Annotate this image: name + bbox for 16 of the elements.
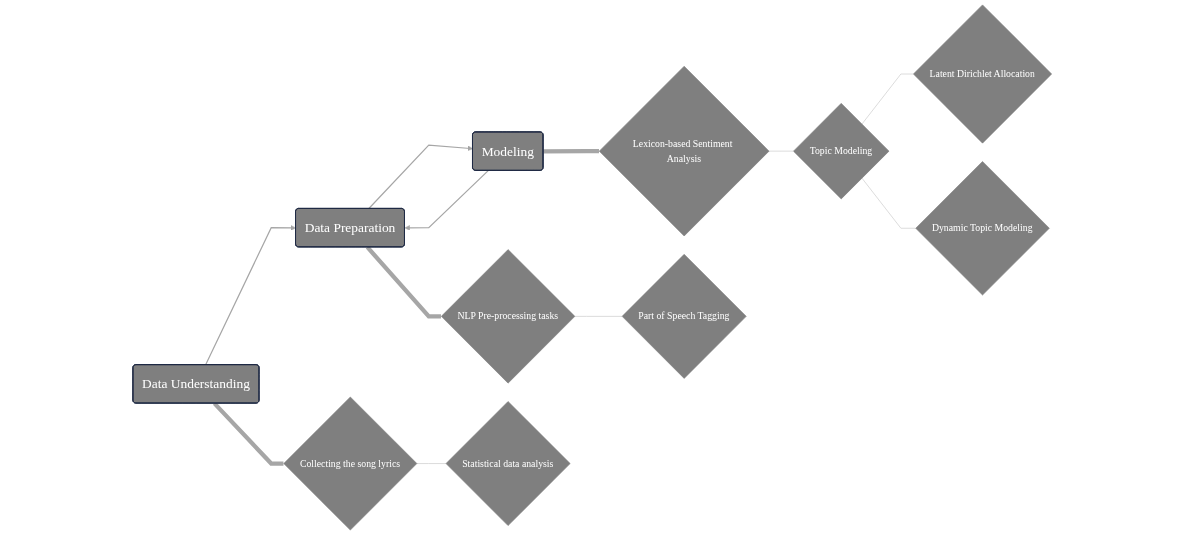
connector — [543, 149, 599, 154]
arrow — [367, 144, 473, 210]
node-diamond: Lexicon-based Sentiment Analysis — [598, 65, 770, 237]
node-diamond: Topic Modeling — [792, 103, 889, 200]
node-diamond: Statistical data analysis — [445, 401, 571, 526]
connector — [861, 73, 914, 125]
node-diamond: Collecting the song lyrics — [283, 396, 417, 531]
connector — [861, 177, 916, 229]
arrow — [204, 225, 296, 366]
node-diamond: Part of Speech Tagging — [621, 254, 747, 379]
node-diamond: Latent Dirichlet Allocation — [912, 4, 1052, 144]
connector — [415, 463, 446, 464]
node-diamond: NLP Pre-processing tasks — [440, 249, 575, 384]
node-diamond: Dynamic Topic Modeling — [915, 161, 1050, 296]
arrow — [404, 170, 489, 231]
connector — [365, 245, 441, 319]
